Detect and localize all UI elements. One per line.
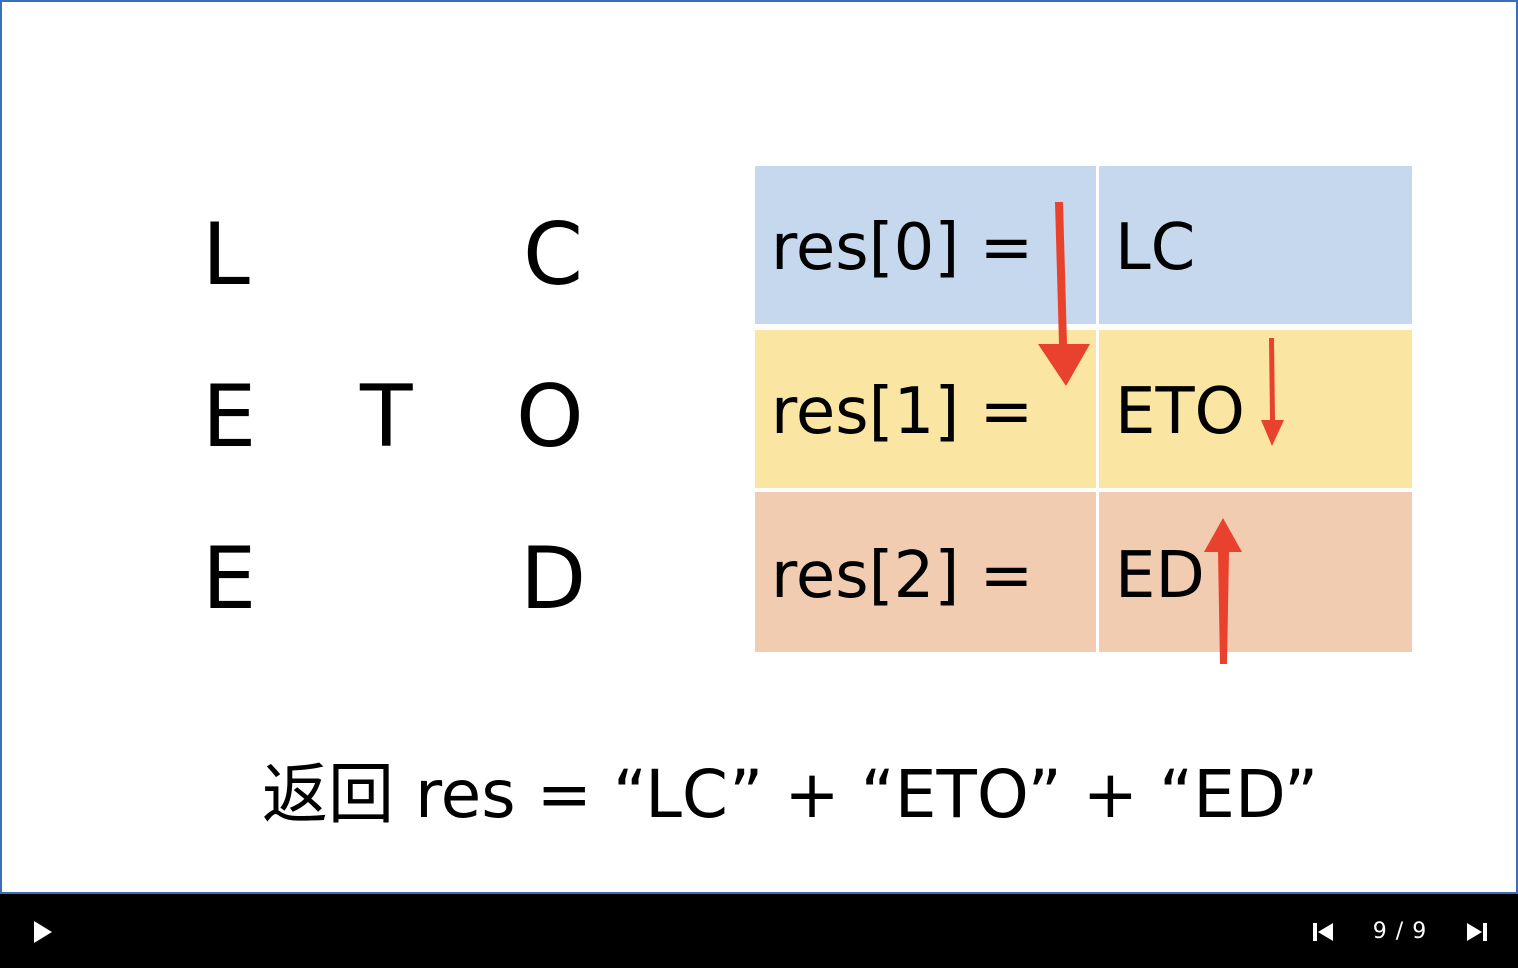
- res-row-1-value-cell: ETO: [1099, 330, 1412, 488]
- page-counter: 9 / 9: [1372, 919, 1428, 944]
- res-row-0-value-cell: LC: [1099, 166, 1412, 324]
- previous-slide-button[interactable]: [1306, 916, 1338, 948]
- zigzag-letter-T: T: [360, 367, 413, 467]
- arrow-up: [1204, 518, 1242, 664]
- zigzag-letter-E-1: E: [202, 367, 257, 467]
- res-row-2-label: res[2] =: [771, 539, 1034, 613]
- zigzag-letter-E-2: E: [202, 529, 257, 629]
- player-controls-bar: 9 / 9: [0, 896, 1518, 968]
- zigzag-letter-C: C: [523, 205, 584, 305]
- res-row-0-label: res[0] =: [771, 211, 1034, 285]
- skip-next-icon: [1467, 923, 1487, 941]
- zigzag-letter-D: D: [520, 529, 587, 629]
- res-row-1-value: ETO: [1115, 375, 1245, 449]
- zigzag-letter-O: O: [516, 367, 584, 467]
- arrow-down-small: [1261, 338, 1284, 446]
- play-button[interactable]: [26, 916, 58, 948]
- arrow-down-large: [1038, 202, 1090, 386]
- play-icon: [34, 921, 52, 943]
- res-row-0-label-cell: res[0] =: [755, 166, 1096, 324]
- res-row-2-label-cell: res[2] =: [755, 492, 1096, 652]
- res-row-0-value: LC: [1115, 211, 1196, 285]
- skip-previous-icon: [1313, 923, 1333, 941]
- res-row-2-value-cell: ED: [1099, 492, 1412, 652]
- res-row-2-value: ED: [1115, 539, 1205, 613]
- res-row-1-label-cell: res[1] =: [755, 330, 1096, 488]
- result-formula: 返回 res = “LC” + “ETO” + “ED”: [262, 756, 1319, 833]
- next-slide-button[interactable]: [1462, 916, 1494, 948]
- zigzag-letter-L: L: [202, 205, 250, 305]
- res-row-1-label: res[1] =: [771, 375, 1034, 449]
- slide: L C E T O E D res[0] = LC res[1] = ETO r…: [0, 0, 1518, 894]
